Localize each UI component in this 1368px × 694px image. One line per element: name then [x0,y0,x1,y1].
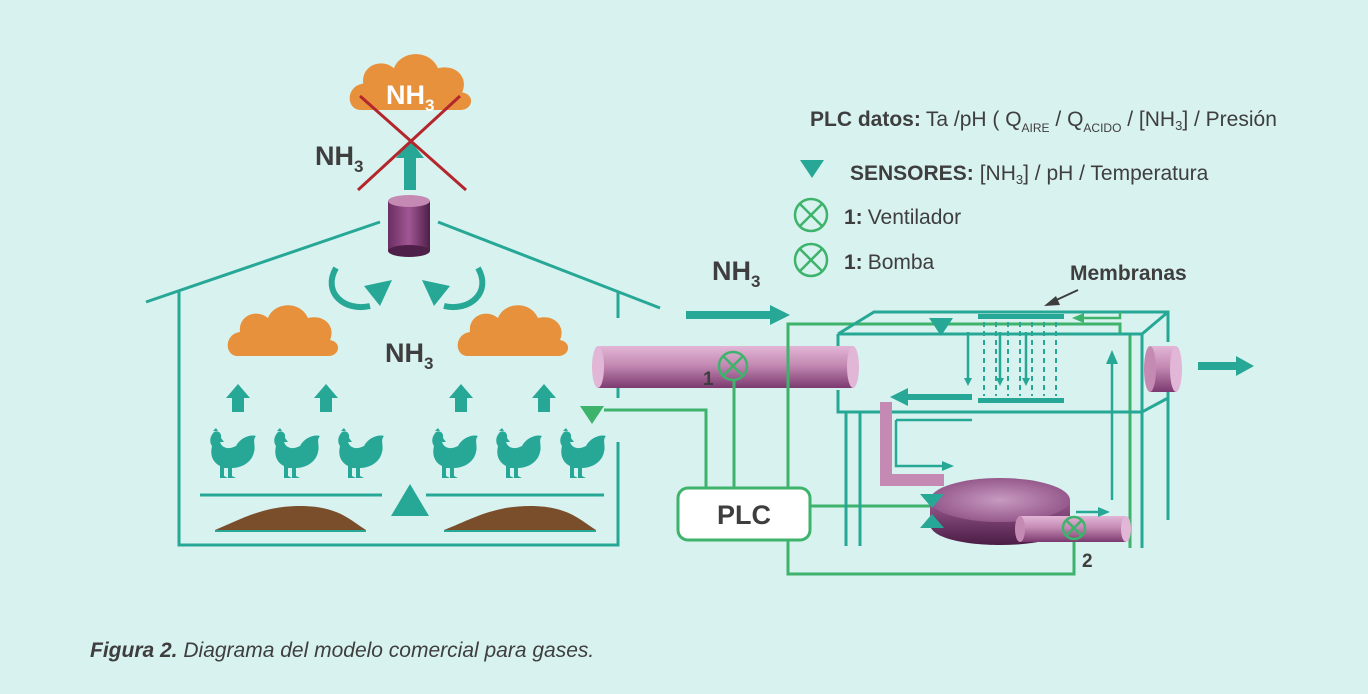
figure-caption: Figura 2. Diagrama del modelo comercial … [90,639,594,662]
valve-icon-legend-pump [793,242,829,278]
exhaust-duct: 1 [592,346,859,390]
chicken-icon [274,428,320,478]
legend-sensores-row: SENSORES:[NH3] / pH / Temperatura [850,162,1209,187]
gas-subscript: 3 [424,354,433,373]
legend-item-bomba: 1:Bomba [844,251,935,274]
poultry-house: NH3 [145,220,661,547]
chimney-cylinder [388,201,430,251]
membrane-lines [983,322,1057,396]
nh3-label-cloud: NH3 [386,80,434,115]
acid-tank-group: 2 [880,402,1131,572]
sensor-triangle-icon [800,160,824,178]
duct-pipe [598,346,853,388]
valve-icon-pump [1061,515,1087,541]
plc-box [676,486,812,542]
gas-subscript: 3 [751,272,760,291]
gas-subscript: 3 [354,157,363,176]
manure-pile-left [215,506,366,530]
nh3-label-house: NH3 [385,338,433,373]
sensor-triangle-icon [580,406,604,424]
roof-left [145,220,381,304]
legend-plc-row: PLC datos:Ta /pH ( QAIRE / QACIDO / [NH3… [810,108,1277,135]
return-pipe [880,402,944,486]
cross-out-icon [356,94,462,192]
chicken-icon [338,428,384,478]
membrane-unit: Membranas [836,262,1254,548]
arrow-icon-out [1198,356,1254,376]
chicken-icon [210,428,256,478]
valve-icon-legend-fan [793,197,829,233]
curve-arrow-left [328,266,371,311]
chimney-group: NH3 NH3 [315,54,472,257]
chicken-icon [432,428,478,478]
roof-right [437,220,661,310]
arrow-icon-up [396,140,424,190]
gas-symbol: NH [386,80,425,110]
arrow-icon-left [890,388,972,406]
arrow-icon-group-up [226,384,556,412]
cloud-icon-right [457,305,569,356]
membranas-label: Membranas [1070,262,1187,285]
nh3-label-left: NH3 [315,141,363,176]
sensor-triangle-icon [920,494,944,508]
chicken-icon [496,428,542,478]
gas-symbol: NH [315,141,354,171]
gas-symbol: NH [385,338,424,368]
sensor-triangle-icon [391,484,429,516]
legend-item-ventilador: 1:Ventilador [844,206,961,229]
pump-number: 2 [1082,551,1093,572]
nh3-label-flow: NH3 [712,256,760,291]
arrow-icon [422,280,450,306]
gas-symbol: NH [712,256,751,286]
curve-arrow-right [443,266,486,311]
wire-to-pump [786,540,1076,576]
wire-to-box [786,322,1122,488]
plc-label: PLC [717,500,771,530]
legend: PLC datos:Ta /pH ( QAIRE / QACIDO / [NH3… [793,108,1277,278]
chicken-icon [560,428,606,478]
cloud-icon-left [227,305,339,356]
manure-pile-right [444,506,596,530]
arrow-icon-flow [686,305,790,325]
fan-number: 1 [703,369,714,390]
arrow-icon [364,280,392,306]
wire-to-house-sensor [604,408,708,488]
house-walls [177,292,620,547]
gas-subscript: 3 [425,96,434,115]
sensor-triangle-icon [929,318,953,336]
